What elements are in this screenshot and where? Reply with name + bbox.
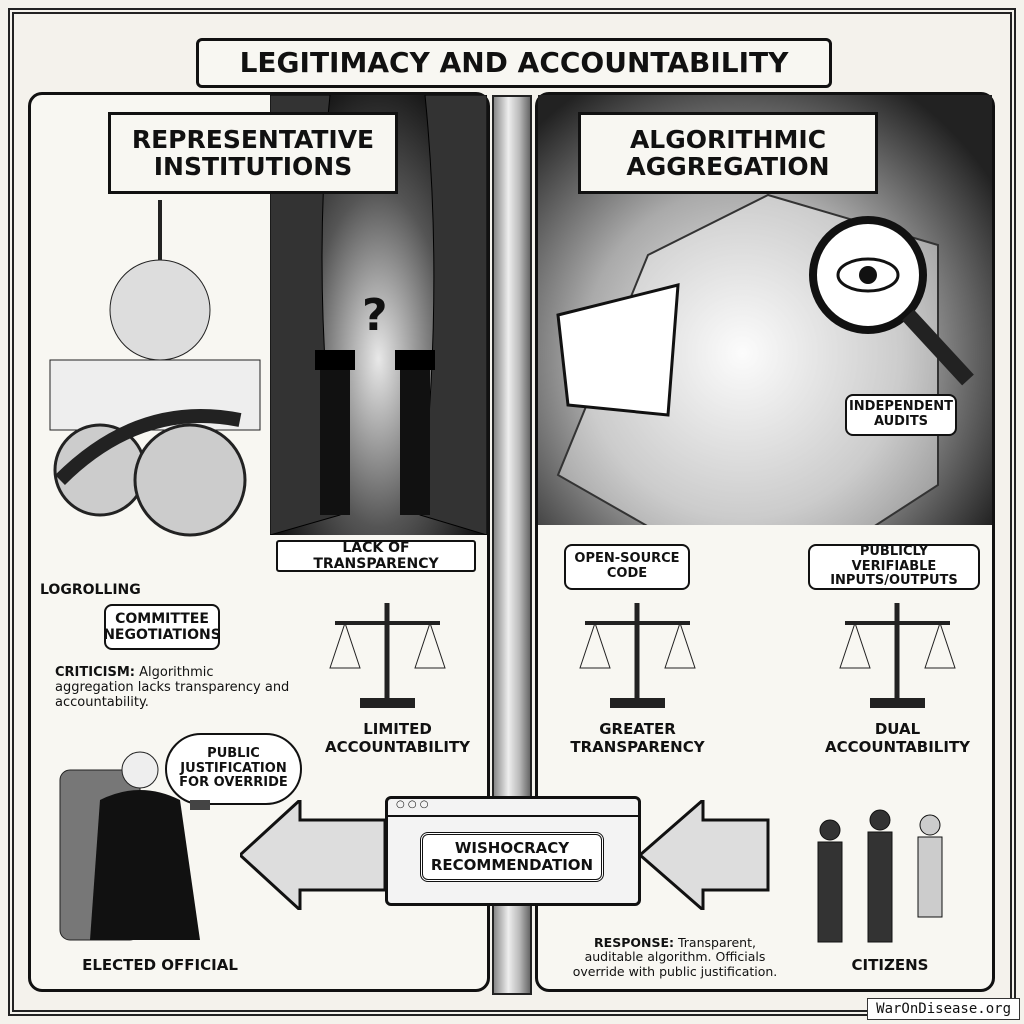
curtain-illustration <box>269 94 488 536</box>
question-mark: ? <box>362 290 388 341</box>
dual-accountability-label: DUAL ACCOUNTABILITY <box>825 720 971 756</box>
elected-official-label: ELECTED OFFICIAL <box>82 956 238 974</box>
criticism-text: CRITICISM: Algorithmic aggregation lacks… <box>55 665 295 711</box>
response-label: RESPONSE: <box>594 935 674 950</box>
criticism-label: CRITICISM: <box>55 665 135 680</box>
flow-arrows <box>240 800 770 910</box>
watermark: WarOnDisease.org <box>867 998 1020 1020</box>
scale-icon <box>839 603 956 708</box>
open-source-code-label: OPEN-SOURCE CODE <box>564 544 690 590</box>
criticism-body: Algorithmic aggregation lacks transparen… <box>55 665 290 710</box>
citizens-illustration <box>817 809 943 943</box>
page-title: LEGITIMACY AND ACCOUNTABILITY <box>196 38 832 88</box>
left-heading-banner: REPRESENTATIVE INSTITUTIONS <box>108 112 398 194</box>
lack-transparency-label: LACK OF TRANSPARENCY <box>276 540 476 572</box>
citizens-label: CITIZENS <box>851 956 929 974</box>
scale-icon <box>579 603 696 708</box>
committee-negotiations-label: COMMITTEE NEGOTIATIONS <box>103 604 221 650</box>
wishocracy-recommendation-button[interactable]: WISHOCRACY RECOMMENDATION <box>420 832 604 882</box>
algorithm-cube-illustration <box>556 193 974 597</box>
logrolling-label: LOGROLLING <box>40 582 141 598</box>
scale-icon <box>329 603 446 708</box>
independent-audits-label: INDEPENDENT AUDITS <box>845 394 957 436</box>
capitol-and-gears-illustration <box>49 200 261 537</box>
response-body: Transparent, auditable algorithm. Offici… <box>572 935 778 979</box>
publicly-verifiable-label: PUBLICLY VERIFIABLE INPUTS/OUTPUTS <box>808 544 980 590</box>
curtain-stage: ? <box>269 94 488 536</box>
speech-bubble: PUBLIC JUSTIFICATION FOR OVERRIDE <box>165 733 302 805</box>
outer-frame <box>8 8 1016 1016</box>
window-titlebar-dots: ○ ○ ○ <box>388 799 638 817</box>
right-heading-banner: ALGORITHMIC AGGREGATION <box>578 112 878 194</box>
limited-accountability-label: LIMITED ACCOUNTABILITY <box>325 720 471 756</box>
response-text: RESPONSE: Transparent, auditable algorit… <box>565 935 785 979</box>
greater-transparency-label: GREATER TRANSPARENCY <box>570 720 705 756</box>
elected-official-illustration <box>59 751 210 941</box>
